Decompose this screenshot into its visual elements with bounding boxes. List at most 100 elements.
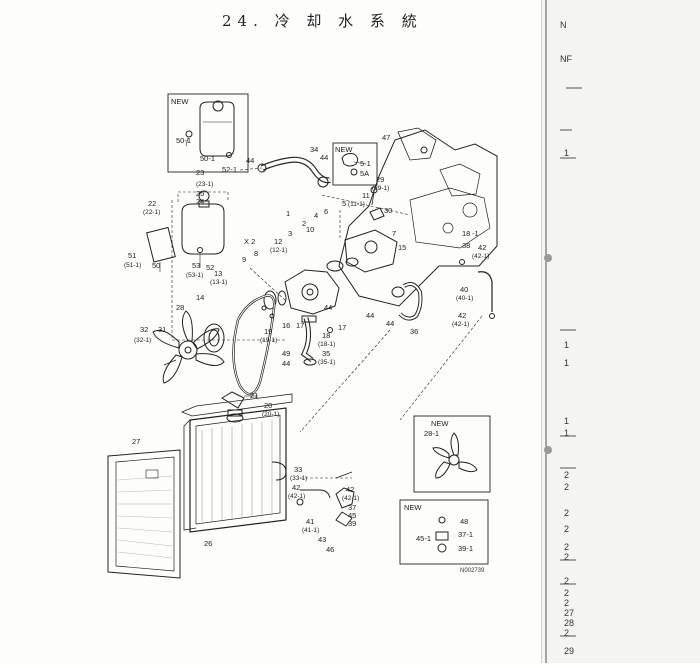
callout: 45 bbox=[348, 511, 356, 520]
callout: 33 bbox=[294, 465, 302, 474]
callout: 3 bbox=[288, 229, 292, 238]
callout: 36 bbox=[410, 327, 418, 336]
edge-fragment: NF bbox=[560, 54, 572, 64]
callout: X 2 bbox=[244, 237, 255, 246]
callout: 12 bbox=[274, 237, 282, 246]
callout: 11 bbox=[362, 191, 370, 200]
callout: (13-1) bbox=[210, 279, 227, 286]
callout: 5 bbox=[342, 199, 346, 208]
edge-fragment: 2 bbox=[564, 524, 570, 534]
callout: 28-1 bbox=[424, 429, 439, 438]
callout: (18-1) bbox=[318, 341, 335, 348]
new-inset-drain-parts bbox=[399, 499, 489, 565]
cooling-fan bbox=[152, 310, 225, 384]
callout: 35 bbox=[322, 349, 330, 358]
callout: 34 bbox=[310, 145, 318, 154]
callout: 26 bbox=[204, 539, 212, 548]
callout: 5-1 bbox=[360, 159, 371, 168]
bolt-icon bbox=[185, 130, 193, 138]
callout: (11-1) bbox=[348, 201, 365, 208]
callout: 38 bbox=[462, 241, 470, 250]
callout: 39 bbox=[348, 519, 356, 528]
callout: 21 bbox=[250, 391, 258, 400]
callout: 40 bbox=[460, 285, 468, 294]
edge-fragment: N bbox=[560, 20, 567, 30]
radiator-shroud bbox=[107, 449, 181, 579]
new-inset-thermostat bbox=[332, 142, 378, 186]
callout: 42 bbox=[458, 311, 466, 320]
callout: 44 bbox=[282, 359, 290, 368]
callout: (41-1) bbox=[302, 527, 319, 534]
callout: 2 bbox=[302, 219, 306, 228]
callout: 10 bbox=[306, 225, 314, 234]
edge-fragment: 2 bbox=[564, 576, 570, 586]
callout: 44 bbox=[320, 153, 328, 162]
edge-fragment: 2 bbox=[564, 598, 570, 608]
callout: 16 bbox=[282, 321, 290, 330]
callout: 31 bbox=[158, 325, 166, 334]
callout: 20 bbox=[264, 401, 272, 410]
drawing-code: N002739 bbox=[460, 568, 485, 574]
callout: 44 bbox=[324, 303, 332, 312]
edge-fragment: 2 bbox=[564, 482, 570, 492]
edge-fragment: 1 bbox=[564, 358, 570, 368]
callout: (42-1) bbox=[472, 253, 489, 260]
callout: 50-1 bbox=[200, 154, 215, 163]
callout: 47 bbox=[382, 133, 390, 142]
callout: 7 bbox=[392, 229, 396, 238]
callout: (42-1) bbox=[452, 321, 469, 328]
edge-fragment: 27 bbox=[564, 608, 575, 618]
callout: 50 bbox=[152, 261, 160, 270]
adjacent-page-rules bbox=[544, 0, 582, 663]
callout: 44 bbox=[246, 156, 254, 165]
callout: 23 bbox=[196, 168, 204, 177]
callout: 27 bbox=[132, 437, 140, 446]
callout: 15 bbox=[398, 243, 406, 252]
callout: (42-1) bbox=[288, 493, 305, 500]
new-inset-reserve-tank bbox=[167, 93, 249, 173]
callout: 45-1 bbox=[416, 534, 431, 543]
callout: 41 bbox=[306, 517, 314, 526]
bracket bbox=[146, 226, 176, 263]
edge-fragment: 1 bbox=[564, 340, 570, 350]
callout: 44 bbox=[366, 311, 374, 320]
callout: 28 bbox=[176, 303, 184, 312]
callout: (40-1) bbox=[456, 295, 473, 302]
new-label: NEW bbox=[431, 419, 449, 428]
callout: 22 bbox=[148, 199, 156, 208]
callout: 49 bbox=[282, 349, 290, 358]
callout: 1 bbox=[286, 209, 290, 218]
new-label: NEW bbox=[335, 145, 353, 154]
callout: 51 bbox=[128, 251, 136, 260]
callout: 13 bbox=[214, 269, 222, 278]
callout: 44 bbox=[386, 319, 394, 328]
edge-fragment: 1 bbox=[564, 416, 570, 426]
callout: 52 bbox=[206, 263, 214, 272]
edge-fragment: 1 bbox=[564, 148, 570, 158]
callout: 14 bbox=[196, 293, 204, 302]
callout: (12-1) bbox=[270, 247, 287, 254]
callout: 39-1 bbox=[458, 544, 473, 553]
callout: -1 bbox=[472, 229, 479, 238]
radiator bbox=[180, 391, 293, 533]
callout: (42-1) bbox=[342, 495, 359, 502]
callout: 17 bbox=[296, 321, 304, 330]
callout: 46 bbox=[326, 545, 334, 554]
edge-fragment: 2 bbox=[564, 508, 570, 518]
callout: 53 bbox=[192, 261, 200, 270]
edge-fragment: 28 bbox=[564, 618, 575, 628]
callout: 9 bbox=[242, 255, 246, 264]
callout: (29-1) bbox=[372, 185, 389, 192]
callout: 8 bbox=[254, 249, 258, 258]
callout: 30 bbox=[384, 206, 392, 215]
callout: 52-1 bbox=[222, 165, 237, 174]
callout: (33-1) bbox=[290, 475, 307, 482]
callout: (23-1) bbox=[196, 181, 213, 188]
callout: 25 bbox=[196, 189, 204, 198]
callout: 42 bbox=[346, 485, 354, 494]
page-title: 24. 冷 却 水 系 統 bbox=[222, 12, 423, 30]
new-inset-fan bbox=[413, 415, 491, 493]
edge-fragment: 1 bbox=[564, 428, 570, 438]
callout: 42 bbox=[292, 483, 300, 492]
